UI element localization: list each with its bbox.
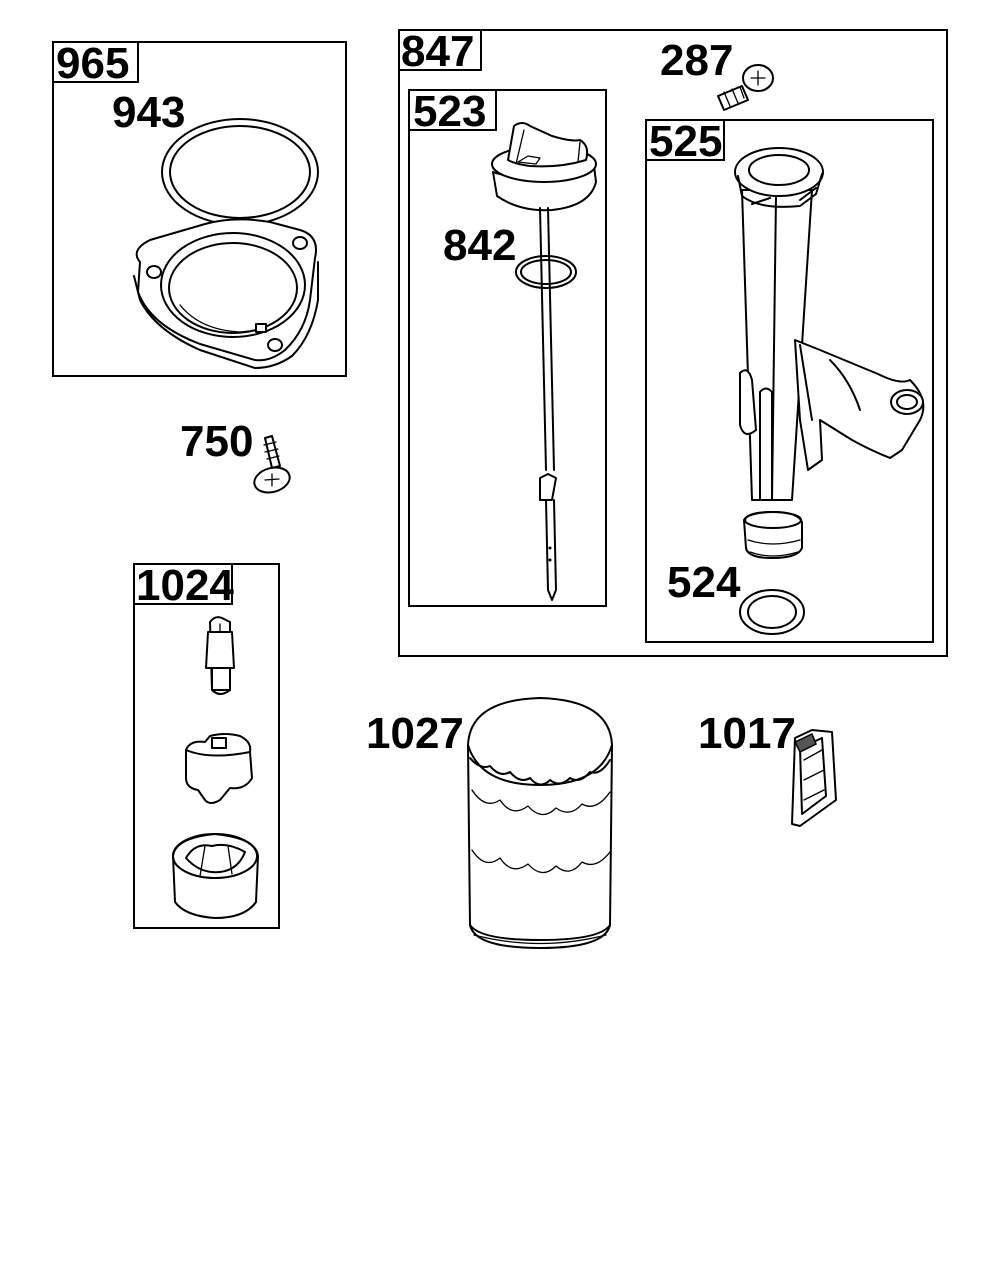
screw-750-icon[interactable] xyxy=(252,435,293,496)
outer-rotor-icon[interactable] xyxy=(172,833,259,919)
kit-1024-group: 1024 xyxy=(133,561,280,929)
kit-523-label[interactable]: 523 xyxy=(413,87,486,136)
kit-525-tag xyxy=(645,119,725,161)
inner-rotor-icon[interactable] xyxy=(185,733,253,804)
kit-1024-tag xyxy=(133,563,233,605)
part-287-label[interactable]: 287 xyxy=(660,36,733,85)
kit-847-group: 847 287 523 xyxy=(398,27,948,657)
kit-525-box xyxy=(645,119,934,643)
kit-965-tag xyxy=(52,41,139,83)
kit-523-group: 523 842 xyxy=(408,87,607,607)
kit-525-group: 525 524 xyxy=(645,117,934,643)
kit-847-tag xyxy=(398,29,482,71)
o-ring-524-icon[interactable] xyxy=(739,589,805,635)
part-943-label[interactable]: 943 xyxy=(112,88,185,137)
kit-523-tag xyxy=(408,89,497,131)
kit-525-label[interactable]: 525 xyxy=(649,117,722,166)
kit-847-label[interactable]: 847 xyxy=(401,27,474,76)
drive-pin-icon[interactable] xyxy=(205,616,235,695)
kit-965-label[interactable]: 965 xyxy=(56,39,129,88)
kit-965-box xyxy=(52,41,347,377)
dipstick-cap-icon[interactable] xyxy=(491,122,597,212)
oil-filter-1027-icon[interactable] xyxy=(467,697,613,949)
part-1017-icon[interactable] xyxy=(791,729,837,827)
kit-965-group: 965 943 xyxy=(52,39,347,377)
part-750-label[interactable]: 750 xyxy=(180,417,253,466)
gasket-flange-icon[interactable] xyxy=(133,218,319,369)
o-ring-842-icon[interactable] xyxy=(515,255,577,289)
part-1017-label[interactable]: 1017 xyxy=(698,709,796,758)
part-1027-label[interactable]: 1027 xyxy=(366,709,464,758)
part-842-label[interactable]: 842 xyxy=(443,221,516,270)
part-524-label[interactable]: 524 xyxy=(667,558,741,607)
kit-847-box xyxy=(398,29,948,657)
kit-523-box xyxy=(408,89,607,607)
dipstick-tube-icon[interactable] xyxy=(734,147,925,559)
kit-1024-label[interactable]: 1024 xyxy=(136,561,234,610)
screw-287-icon[interactable] xyxy=(717,64,774,111)
dipstick-shaft-icon[interactable] xyxy=(539,207,557,601)
o-ring-943-icon[interactable] xyxy=(161,118,319,226)
